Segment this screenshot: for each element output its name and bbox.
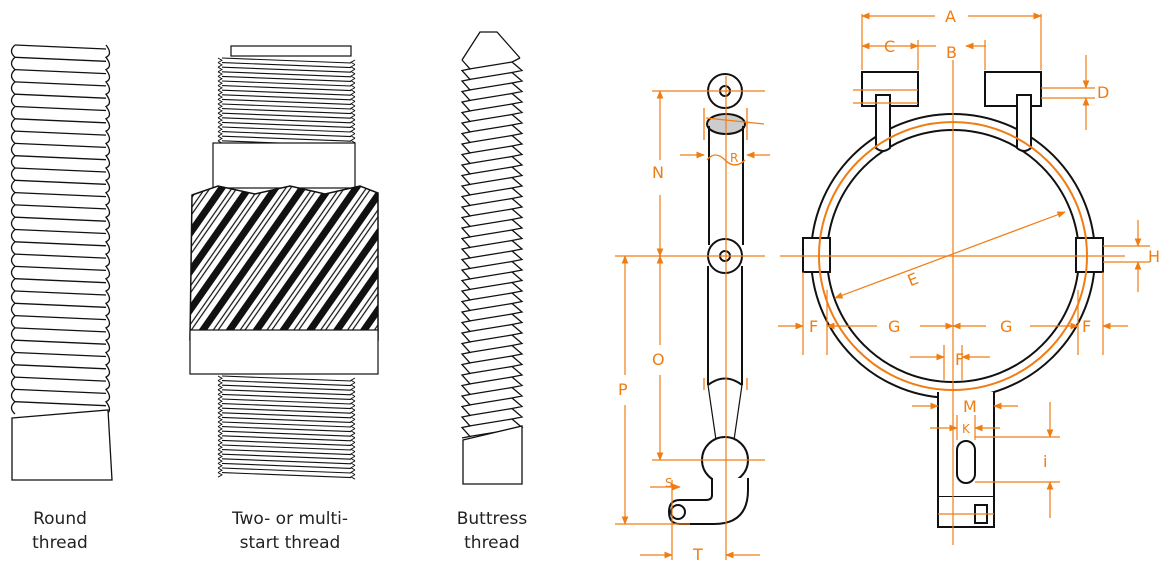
dim-label-T: T (692, 545, 703, 564)
dim-label-P: P (618, 380, 628, 399)
multi-start-thread-drawing (189, 45, 379, 480)
dim-label-E: E (905, 269, 921, 290)
round-thread-drawing (10, 44, 113, 481)
dim-label-O: O (652, 350, 665, 369)
hook-rod-side-view (615, 73, 770, 560)
dim-label-M: M (963, 397, 977, 416)
dim-label-R: R (730, 151, 738, 165)
buttress-thread-drawing (460, 31, 524, 485)
dim-label-H: H (1148, 247, 1160, 266)
multi-start-caption-line1: Two- or multi- (231, 509, 348, 529)
buttress-thread-caption-line1: Buttress (457, 509, 528, 529)
dim-label-i: i (1043, 452, 1047, 471)
dim-label-G-left: G (888, 317, 900, 336)
round-thread-caption-line1: Round (33, 509, 87, 529)
dim-label-D: D (1097, 83, 1109, 102)
buttress-thread-caption-line2: thread (464, 533, 520, 553)
dim-label-N: N (652, 163, 664, 182)
dim-label-G-right: G (1000, 317, 1012, 336)
dim-label-B: B (946, 43, 957, 62)
dim-label-F-left: F (809, 317, 818, 336)
dim-label-S: S (665, 476, 673, 490)
dim-label-C: C (884, 37, 895, 56)
dim-label-F-right: F (1082, 317, 1091, 336)
pipe-clamp-front-view (778, 12, 1150, 545)
dim-label-F-center: F (955, 350, 964, 369)
dim-label-A: A (945, 7, 956, 26)
dim-label-K: K (962, 422, 971, 436)
round-thread-caption-line2: thread (32, 533, 88, 553)
multi-start-caption-line2: start thread (240, 533, 341, 553)
